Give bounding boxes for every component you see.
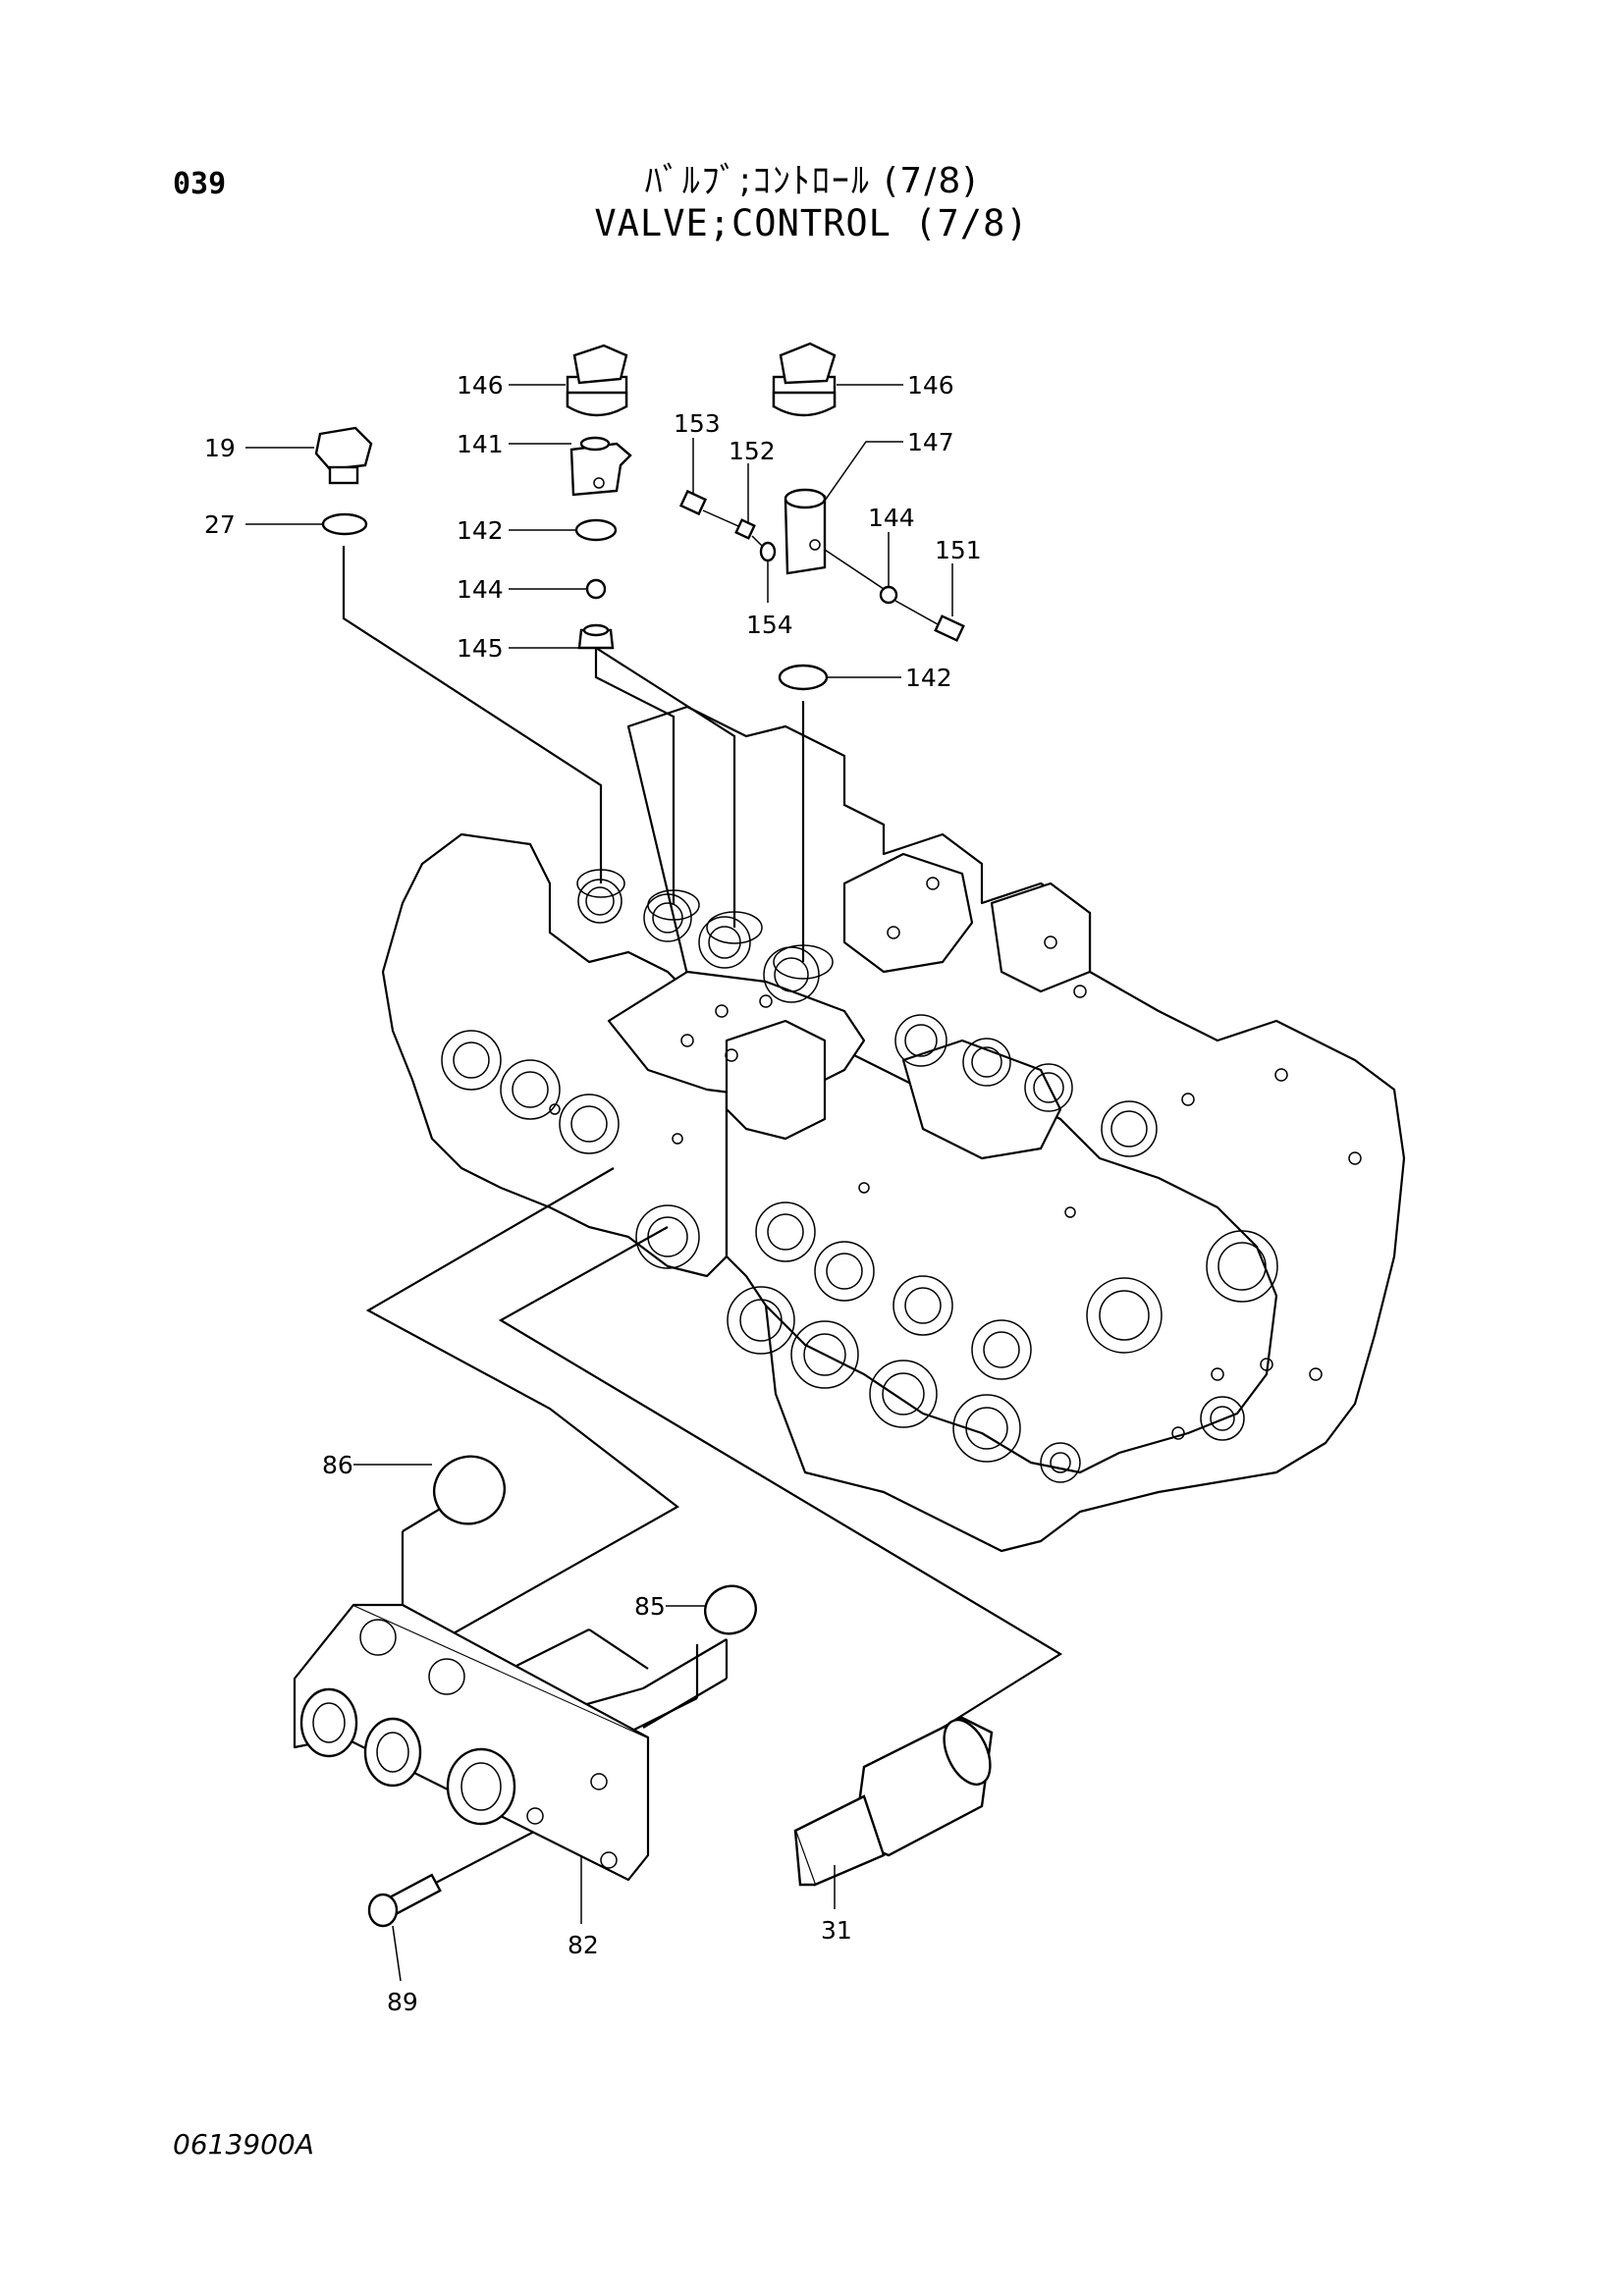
cartridge-31: [793, 1716, 994, 1887]
ball-144-left: [585, 578, 607, 600]
o-ring-27: [321, 512, 368, 536]
callout-31: 31: [821, 1916, 852, 1945]
callout-146-left: 146: [457, 371, 504, 400]
callout-153: 153: [674, 409, 721, 438]
callout-27: 27: [204, 510, 236, 539]
assembly-lines: [342, 546, 1063, 1886]
leader-lines: [245, 384, 953, 1982]
callout-152: 152: [729, 437, 776, 465]
callout-89: 89: [387, 1988, 418, 2016]
callout-144-left: 144: [457, 575, 504, 604]
o-ring-142-right: [778, 664, 829, 691]
valve-ports: [441, 879, 1278, 1483]
part-152: [734, 518, 756, 540]
o-ring-142-left: [574, 518, 618, 542]
bolt-holes: [549, 877, 1362, 1440]
plug-153: [678, 489, 708, 516]
control-valve-body: [381, 705, 1406, 1553]
callout-142-right: 142: [905, 664, 952, 692]
title-japanese: ﾊﾞﾙﾌﾞ;ｺﾝﾄﾛｰﾙ (7/8): [644, 161, 979, 201]
block-82: [293, 1603, 650, 1882]
title-english: VALVE;CONTROL (7/8): [594, 202, 1029, 244]
plug-151: [934, 614, 965, 642]
callout-151: 151: [935, 536, 982, 564]
callout-145: 145: [457, 634, 504, 663]
part-147: [784, 488, 827, 575]
callout-19: 19: [204, 434, 236, 462]
callout-141: 141: [457, 430, 504, 458]
o-ring-86: [433, 1455, 506, 1525]
drawing-code: 0613900A: [173, 2128, 314, 2161]
plug-146-right: [772, 342, 837, 417]
callout-labels: 19 27 146 141 142 144 145 146 147 153 15…: [204, 371, 982, 2016]
bolt-89: [367, 1873, 442, 1928]
part-141: [569, 436, 632, 497]
callout-86: 86: [322, 1451, 353, 1479]
callout-154: 154: [746, 611, 793, 639]
callout-147: 147: [907, 428, 954, 456]
callout-82: 82: [568, 1931, 599, 1959]
part-145: [577, 623, 615, 650]
plug-146-left: [566, 344, 628, 417]
o-ring-154: [759, 541, 777, 562]
plug-19: [314, 426, 373, 485]
callout-144-right: 144: [868, 504, 915, 532]
callout-142-left: 142: [457, 516, 504, 545]
callout-85: 85: [634, 1592, 666, 1621]
page-number: 039: [173, 167, 227, 201]
o-ring-85: [704, 1584, 757, 1635]
callout-146-right: 146: [907, 371, 954, 400]
